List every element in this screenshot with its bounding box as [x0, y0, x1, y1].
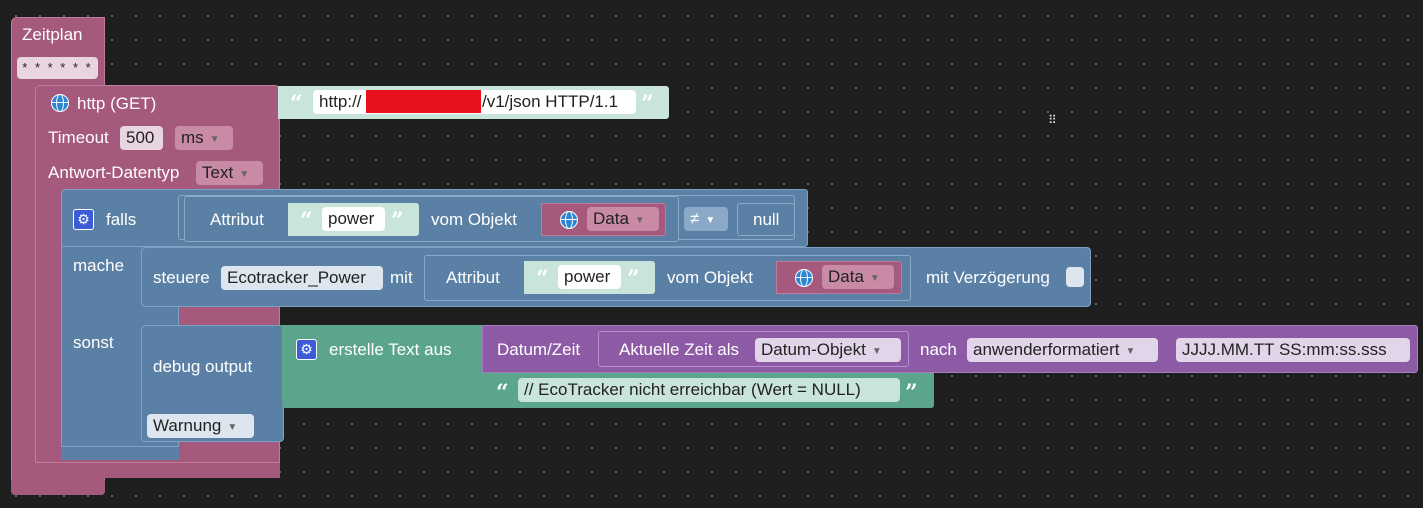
chevron-down-icon: ▼	[634, 215, 645, 226]
close-quote-icon: ”	[627, 266, 640, 292]
control-with-label: mit	[390, 268, 413, 287]
control-object-var-value: Data	[828, 267, 864, 286]
open-quote-icon: “	[536, 266, 549, 292]
do-label: mache	[73, 256, 125, 275]
redacted-host	[366, 90, 481, 113]
control-label: steuere	[153, 268, 210, 287]
control-of-object-label: vom Objekt	[667, 268, 753, 287]
message-field[interactable]: // EcoTracker nicht erreichbar (Wert = N…	[518, 378, 900, 402]
current-time-format-value: Datum-Objekt	[761, 340, 866, 359]
condition-object-var-value: Data	[593, 209, 629, 228]
condition-object-var-dropdown[interactable]: Data ▼	[587, 207, 659, 231]
format-pattern-field[interactable]: JJJJ.MM.TT SS:mm:ss.sss	[1176, 338, 1410, 362]
chevron-down-icon: ▼	[705, 215, 716, 226]
gear-icon[interactable]: ⚙	[73, 209, 94, 230]
chevron-down-icon: ▼	[871, 346, 882, 357]
http-block-bottom	[35, 462, 280, 478]
http-label: http (GET)	[77, 94, 157, 113]
gear-icon[interactable]: ⚙	[296, 339, 317, 360]
if-label: falls	[106, 210, 137, 229]
timeout-input[interactable]: 500	[120, 126, 163, 150]
timeout-unit-value: ms	[181, 128, 204, 147]
response-type-value: Text	[202, 163, 234, 182]
workspace-menu-icon[interactable]: ⠿	[1048, 113, 1057, 127]
control-target-field[interactable]: Ecotracker_Power	[221, 266, 383, 290]
cron-field[interactable]: * * * * * *	[17, 57, 98, 79]
schedule-label: Zeitplan	[22, 25, 83, 44]
delay-label: mit Verzögerung	[926, 268, 1050, 287]
create-text-label: erstelle Text aus	[329, 340, 452, 359]
current-time-label: Aktuelle Zeit als	[619, 340, 739, 359]
to-label: nach	[920, 340, 957, 359]
datetime-label: Datum/Zeit	[497, 340, 581, 359]
url-prefix: http://	[319, 92, 362, 111]
if-else-block-bottom	[61, 446, 179, 460]
timeout-label: Timeout	[48, 128, 109, 147]
debug-level-value: Warnung	[153, 416, 222, 435]
delay-checkbox[interactable]	[1066, 267, 1084, 287]
control-attr-label: Attribut	[446, 268, 500, 287]
globe-icon	[51, 94, 69, 112]
current-time-format-dropdown[interactable]: Datum-Objekt ▼	[755, 338, 901, 362]
condition-attr-label: Attribut	[210, 210, 264, 229]
response-type-label: Antwort-Datentyp	[48, 163, 180, 182]
open-quote-icon: “	[496, 380, 509, 406]
format-type-dropdown[interactable]: anwenderformatiert ▼	[967, 338, 1158, 362]
debug-label: debug output	[153, 357, 253, 376]
control-attr-field[interactable]: power	[558, 265, 621, 289]
debug-level-dropdown[interactable]: Warnung ▼	[147, 414, 254, 438]
open-quote-icon: “	[290, 91, 303, 117]
chevron-down-icon: ▼	[1125, 346, 1136, 357]
open-quote-icon: “	[300, 208, 313, 234]
close-quote-icon: ”	[641, 91, 654, 117]
chevron-down-icon: ▼	[239, 169, 250, 180]
globe-icon	[560, 211, 578, 229]
condition-of-object-label: vom Objekt	[431, 210, 517, 229]
null-block[interactable]	[737, 203, 795, 236]
response-type-dropdown[interactable]: Text ▼	[196, 161, 263, 185]
globe-icon	[795, 269, 813, 287]
null-label: null	[753, 210, 780, 229]
else-label: sonst	[73, 333, 114, 352]
url-suffix: /v1/json HTTP/1.1	[482, 92, 619, 111]
close-quote-icon: ”	[905, 380, 918, 406]
timeout-unit-dropdown[interactable]: ms ▼	[175, 126, 233, 150]
chevron-down-icon: ▼	[869, 273, 880, 284]
close-quote-icon: ”	[391, 208, 404, 234]
operator-dropdown[interactable]: ≠▼	[684, 207, 728, 231]
control-object-var-dropdown[interactable]: Data ▼	[822, 265, 894, 289]
chevron-down-icon: ▼	[227, 422, 238, 433]
condition-attr-field[interactable]: power	[322, 207, 385, 231]
chevron-down-icon: ▼	[209, 134, 220, 145]
operator-value: ≠	[690, 209, 700, 228]
schedule-block-bottom	[11, 480, 105, 495]
format-type-value: anwenderformatiert	[973, 340, 1120, 359]
